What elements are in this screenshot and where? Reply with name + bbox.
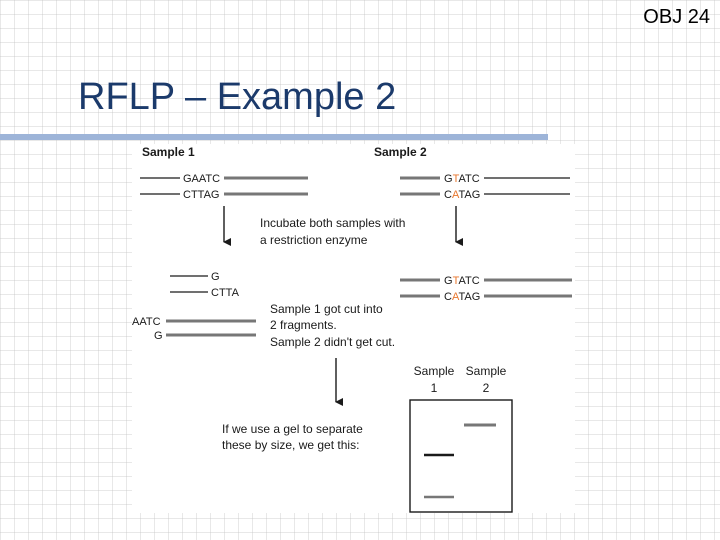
sample1-seq-top: GAATC [183, 173, 220, 185]
result-text-line2: 2 fragments. [270, 318, 337, 332]
gel-lane2-number: 2 [483, 381, 490, 395]
sample1-header: Sample 1 [142, 145, 195, 159]
fragment-a-top-seq: G [211, 271, 220, 283]
gel-text-line1: If we use a gel to separate [222, 422, 363, 436]
gel-lane2-header: Sample [466, 364, 507, 378]
sample2-seq-bottom: CATAG [444, 189, 480, 201]
fragment-b-bottom-seq: G [154, 330, 163, 342]
fragment-a-bottom-seq: CTTA [211, 287, 240, 299]
result-text-line3: Sample 2 didn't get cut. [270, 335, 395, 349]
slide-title: RFLP – Example 2 [78, 76, 397, 118]
fragment-b-top-seq: AATC [132, 316, 161, 328]
sample2-uncut-seq-bottom: CATAG [444, 291, 480, 303]
objective-label: OBJ 24 [643, 6, 710, 28]
sample2-header: Sample 2 [374, 145, 427, 159]
gel-lane1-number: 1 [431, 381, 438, 395]
result-text-line1: Sample 1 got cut into [270, 302, 383, 316]
rflp-diagram-svg: Sample 1 Sample 2 GAATC CTTAG GTATC CATA… [132, 145, 572, 513]
incubate-text-line2: a restriction enzyme [260, 233, 368, 247]
title-underline [0, 134, 548, 140]
sample1-seq-bottom: CTTAG [183, 189, 219, 201]
incubate-text-line1: Incubate both samples with [260, 216, 405, 230]
sample2-seq-top: GTATC [444, 173, 480, 185]
sample2-uncut-seq-top: GTATC [444, 275, 480, 287]
gel-text-line2: these by size, we get this: [222, 438, 359, 452]
gel-lane1-header: Sample [414, 364, 455, 378]
rflp-diagram: Sample 1 Sample 2 GAATC CTTAG GTATC CATA… [132, 144, 575, 513]
